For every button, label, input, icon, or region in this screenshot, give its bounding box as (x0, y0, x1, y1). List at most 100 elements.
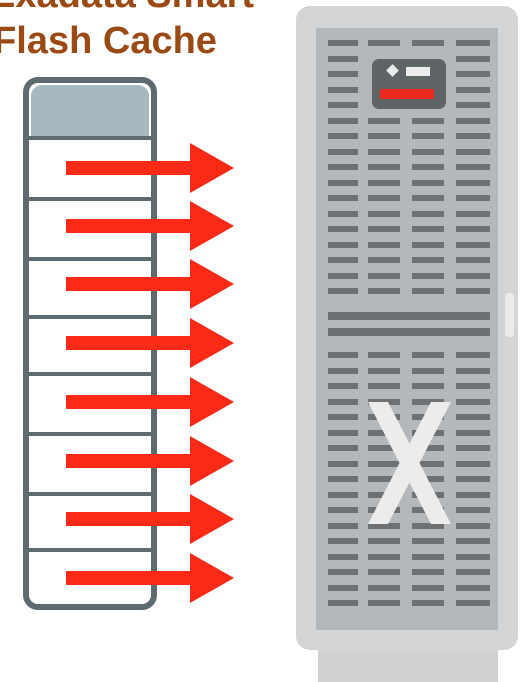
vent-slot (412, 118, 444, 124)
vent-slot (412, 273, 444, 279)
vent-slot (328, 445, 358, 451)
vent-slot (412, 257, 444, 263)
vent-slot (412, 133, 444, 139)
vent-slot (328, 569, 358, 575)
vent-slot (368, 273, 400, 279)
vent-slot (328, 430, 358, 436)
vent-slot (368, 133, 400, 139)
cache-divider (29, 257, 151, 261)
vent-slot (412, 352, 444, 358)
vent-slot (456, 430, 490, 436)
vent-slot (328, 87, 358, 93)
vent-slot (328, 554, 358, 560)
vent-slot (412, 164, 444, 170)
vent-slot (456, 226, 490, 232)
vent-slot (328, 492, 358, 498)
vent-slot (328, 399, 358, 405)
vent-slot (456, 195, 490, 201)
vent-slot (456, 211, 490, 217)
cache-divider (29, 492, 151, 496)
rack-divider (328, 328, 490, 336)
cache-divider (29, 432, 151, 436)
cache-header (31, 85, 149, 138)
vent-slot (456, 288, 490, 294)
vent-slot (328, 118, 358, 124)
vent-slot (412, 226, 444, 232)
vent-slot (456, 180, 490, 186)
cache-divider (29, 548, 151, 552)
vent-slot (368, 554, 400, 560)
vent-slot (368, 538, 400, 544)
rack-base (318, 646, 498, 682)
vent-slot (456, 399, 490, 405)
vent-slot (328, 368, 358, 374)
vent-slot (456, 56, 490, 62)
vent-slot (368, 569, 400, 575)
vent-slot (456, 149, 490, 155)
rack-divider (328, 312, 490, 320)
vent-slot (328, 71, 358, 77)
vent-slot (328, 414, 358, 420)
cache-divider (29, 136, 151, 140)
vent-slot (456, 461, 490, 467)
vent-slot (412, 180, 444, 186)
vent-slot (328, 383, 358, 389)
vent-slot (368, 242, 400, 248)
vent-slot (412, 538, 444, 544)
cache-divider (29, 372, 151, 376)
cache-divider (29, 197, 151, 201)
vent-slot (412, 383, 444, 389)
vent-slot (328, 273, 358, 279)
vent-slot (368, 149, 400, 155)
vent-slot (328, 600, 358, 606)
vent-slot (412, 211, 444, 217)
vent-slot (456, 102, 490, 108)
vent-slot (328, 242, 358, 248)
vent-slot (368, 226, 400, 232)
vent-slot (368, 600, 400, 606)
vent-slot (328, 180, 358, 186)
vent-slot (368, 180, 400, 186)
vent-slot (328, 195, 358, 201)
vent-slot (368, 461, 400, 467)
vent-slot (368, 164, 400, 170)
vent-slot (368, 352, 400, 358)
vent-slot (368, 383, 400, 389)
cache-divider (29, 315, 151, 319)
vent-slot (328, 476, 358, 482)
vent-slot (328, 523, 358, 529)
vent-slot (456, 242, 490, 248)
vent-slot (456, 71, 490, 77)
vent-slot (368, 118, 400, 124)
vent-slot (456, 133, 490, 139)
vent-slot (456, 585, 490, 591)
badge-bar (406, 67, 430, 76)
vent-slot (456, 383, 490, 389)
vent-slot (456, 507, 490, 513)
vent-slot (456, 87, 490, 93)
vent-slot (328, 133, 358, 139)
vent-slot (368, 40, 400, 46)
vent-slot (328, 226, 358, 232)
vent-slot (412, 242, 444, 248)
vent-slot (456, 600, 490, 606)
vent-slot (328, 352, 358, 358)
vent-slot (368, 288, 400, 294)
badge-background (372, 59, 446, 109)
vent-slot (456, 273, 490, 279)
vent-slot (328, 56, 358, 62)
vent-slot (456, 476, 490, 482)
vent-slot (368, 195, 400, 201)
vent-slot (412, 368, 444, 374)
vent-slot (456, 257, 490, 263)
vent-slot (328, 257, 358, 263)
vent-slot (328, 538, 358, 544)
vent-slot (412, 195, 444, 201)
vent-slot (328, 461, 358, 467)
rack-handle (505, 293, 514, 337)
vent-slot (456, 523, 490, 529)
vent-slot (456, 569, 490, 575)
vent-slot (456, 538, 490, 544)
vent-slot (456, 554, 490, 560)
vent-slot (368, 368, 400, 374)
